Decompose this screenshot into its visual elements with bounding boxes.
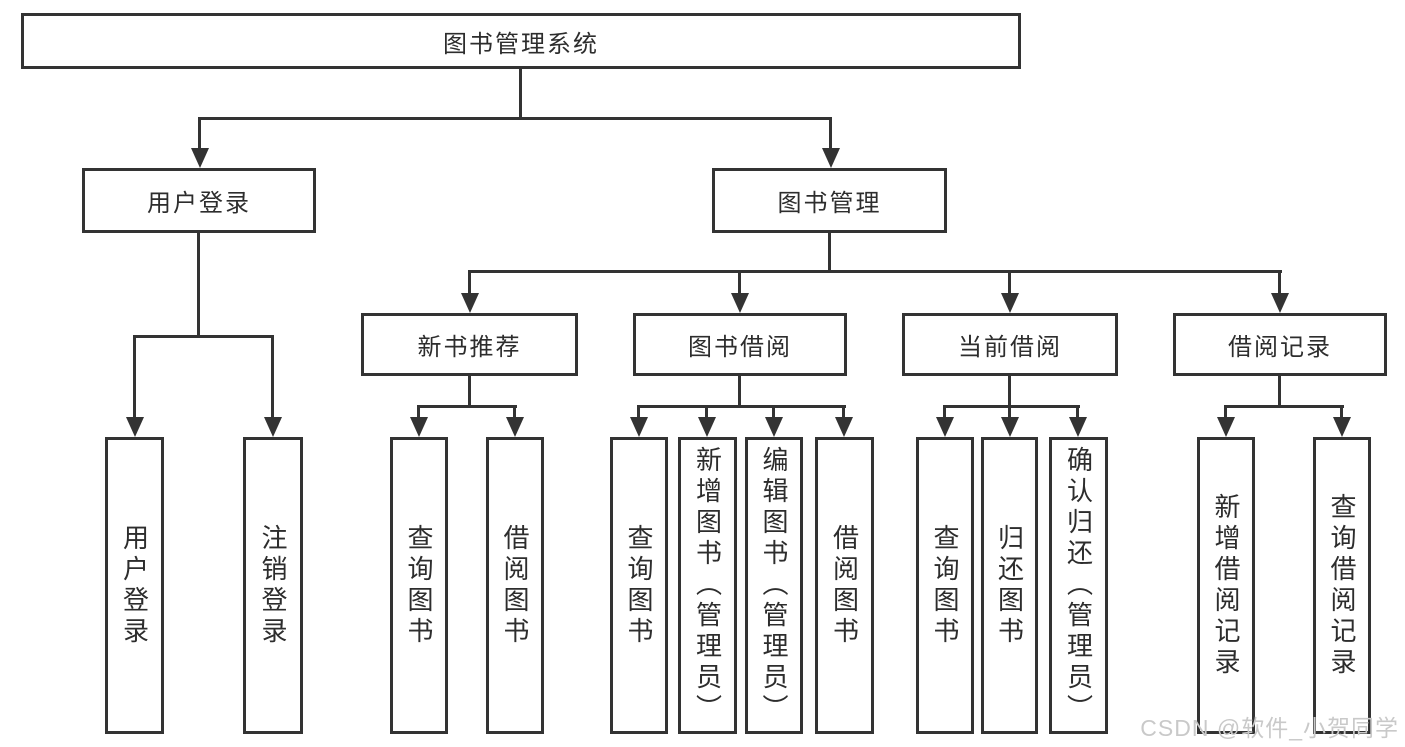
arrow-to-leaf-edit-book bbox=[764, 408, 783, 437]
csdn-watermark: CSDN @软件_小贺同学 bbox=[1140, 715, 1399, 741]
connector-root-stem bbox=[519, 69, 522, 118]
group-borrow-records-label: 借阅记录 bbox=[1228, 334, 1332, 361]
arrow-to-leaf-borrow-book-1 bbox=[505, 408, 524, 437]
arrow-to-leaf-add-book bbox=[697, 408, 716, 437]
arrow-to-leaf-query-record bbox=[1332, 408, 1351, 437]
leaf-query-borrow-record-label: 查询借阅记录 bbox=[1327, 492, 1357, 679]
leaf-borrow-book-2: 借阅图书 bbox=[815, 437, 874, 734]
group-new-book-recommend-label: 新书推荐 bbox=[417, 334, 522, 361]
leaf-logout-label: 注销登录 bbox=[258, 523, 288, 648]
leaf-user-login: 用户登录 bbox=[105, 437, 164, 734]
leaf-add-borrow-record-label: 新增借阅记录 bbox=[1211, 492, 1241, 679]
leaf-return-book: 归还图书 bbox=[981, 437, 1038, 734]
leaf-confirm-return-admin-label: 确认归还（管理员） bbox=[1063, 446, 1094, 725]
leaf-return-book-label: 归还图书 bbox=[994, 523, 1025, 648]
arrow-to-leaf-query-book-3 bbox=[935, 408, 954, 437]
leaf-edit-book-admin: 编辑图书（管理员） bbox=[745, 437, 803, 734]
arrow-to-book-borrow bbox=[730, 273, 749, 313]
connector-borrow-records-stem bbox=[1278, 376, 1281, 407]
group-book-borrow-label: 图书借阅 bbox=[688, 334, 792, 361]
group-new-book-recommend: 新书推荐 bbox=[361, 313, 578, 376]
arrow-to-leaf-add-record bbox=[1216, 408, 1235, 437]
leaf-query-book-1-label: 查询图书 bbox=[404, 523, 434, 648]
leaf-logout: 注销登录 bbox=[243, 437, 303, 734]
arrow-to-leaf-query-book-1 bbox=[409, 408, 428, 437]
branch-book-management: 图书管理 bbox=[712, 168, 947, 233]
leaf-add-borrow-record: 新增借阅记录 bbox=[1197, 437, 1255, 734]
connector-book-management-hbar bbox=[468, 270, 1282, 273]
connector-current-borrow-stem bbox=[1008, 376, 1011, 407]
arrow-to-borrow-records bbox=[1270, 273, 1289, 313]
leaf-add-book-admin-label: 新增图书（管理员） bbox=[692, 446, 723, 725]
connector-new-book-stem bbox=[468, 376, 471, 407]
arrow-to-leaf-user-login bbox=[125, 338, 144, 437]
connector-book-borrow-hbar bbox=[637, 405, 846, 408]
connector-user-login-stem bbox=[197, 233, 200, 336]
branch-user-login: 用户登录 bbox=[82, 168, 316, 233]
leaf-borrow-book-1: 借阅图书 bbox=[486, 437, 544, 734]
arrow-to-leaf-query-book-2 bbox=[629, 408, 648, 437]
arrow-to-leaf-logout bbox=[263, 338, 282, 437]
root-node-library-system: 图书管理系统 bbox=[21, 13, 1021, 69]
connector-user-login-hbar bbox=[133, 335, 274, 338]
branch-user-login-label: 用户登录 bbox=[147, 190, 251, 217]
leaf-user-login-label: 用户登录 bbox=[119, 523, 150, 648]
leaf-query-book-1: 查询图书 bbox=[390, 437, 448, 734]
leaf-query-borrow-record: 查询借阅记录 bbox=[1313, 437, 1371, 734]
leaf-query-book-3: 查询图书 bbox=[916, 437, 974, 734]
group-book-borrow: 图书借阅 bbox=[633, 313, 847, 376]
leaf-add-book-admin: 新增图书（管理员） bbox=[678, 437, 737, 734]
connector-root-hbar bbox=[198, 117, 832, 120]
leaf-query-book-2-label: 查询图书 bbox=[624, 523, 654, 648]
arrow-to-new-book-recommend bbox=[460, 273, 479, 313]
connector-book-management-stem bbox=[828, 233, 831, 271]
root-node-label: 图书管理系统 bbox=[443, 30, 599, 58]
branch-book-management-label: 图书管理 bbox=[777, 190, 882, 217]
arrow-to-user-login bbox=[190, 120, 209, 168]
leaf-query-book-2: 查询图书 bbox=[610, 437, 668, 734]
leaf-query-book-3-label: 查询图书 bbox=[930, 523, 960, 648]
arrow-to-book-management bbox=[821, 120, 840, 168]
arrow-to-leaf-borrow-book-2 bbox=[834, 408, 853, 437]
leaf-edit-book-admin-label: 编辑图书（管理员） bbox=[759, 446, 789, 725]
connector-book-borrow-stem bbox=[738, 376, 741, 407]
leaf-confirm-return-admin: 确认归还（管理员） bbox=[1049, 437, 1108, 734]
arrow-to-leaf-confirm-return bbox=[1068, 408, 1087, 437]
group-current-borrow: 当前借阅 bbox=[902, 313, 1118, 376]
group-current-borrow-label: 当前借阅 bbox=[958, 334, 1062, 361]
connector-new-book-hbar bbox=[417, 405, 517, 408]
connector-borrow-records-hbar bbox=[1224, 405, 1344, 408]
group-borrow-records: 借阅记录 bbox=[1173, 313, 1387, 376]
leaf-borrow-book-1-label: 借阅图书 bbox=[500, 523, 530, 648]
connector-current-borrow-hbar bbox=[943, 405, 1080, 408]
arrow-to-leaf-return-book bbox=[1000, 408, 1019, 437]
arrow-to-current-borrow bbox=[1000, 273, 1019, 313]
leaf-borrow-book-2-label: 借阅图书 bbox=[829, 523, 860, 648]
